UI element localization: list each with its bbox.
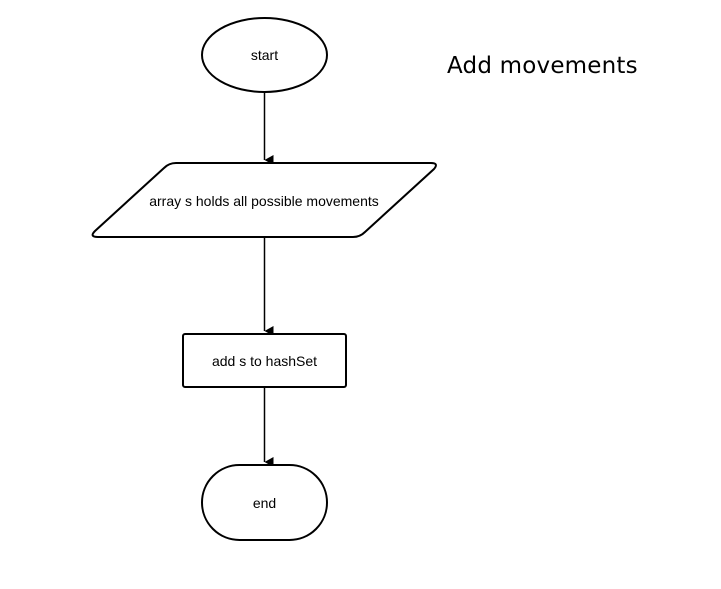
diagram-title: Add movements	[447, 53, 638, 79]
end-label: end	[253, 495, 276, 511]
process-label: add s to hashSet	[212, 353, 317, 369]
start-node[interactable]: start	[201, 17, 328, 93]
end-node[interactable]: end	[201, 464, 328, 541]
process-node[interactable]: add s to hashSet	[182, 333, 347, 388]
input-parallelogram	[91, 162, 437, 238]
input-node[interactable]: array s holds all possible movements	[91, 162, 437, 238]
end-terminator	[201, 464, 328, 541]
start-label: start	[251, 47, 278, 63]
input-label: array s holds all possible movements	[149, 193, 379, 209]
